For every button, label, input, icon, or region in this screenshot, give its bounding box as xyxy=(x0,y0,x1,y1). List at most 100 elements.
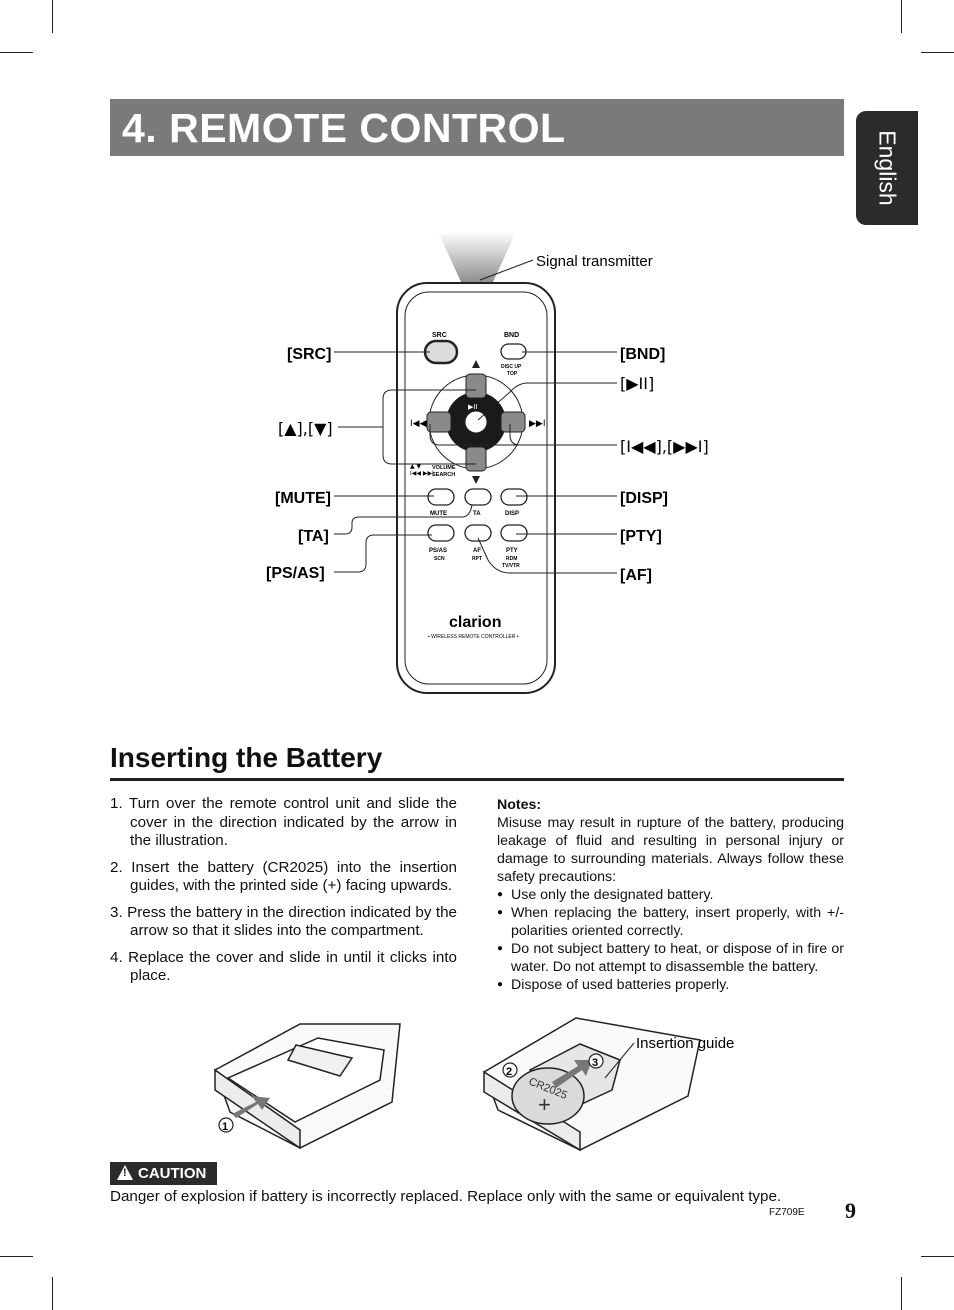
leader-psas xyxy=(334,534,432,573)
warning-icon xyxy=(117,1165,133,1180)
remote-mute-text: MUTE xyxy=(430,511,447,517)
label-af: [AF] xyxy=(620,567,652,584)
leader-playpause xyxy=(477,382,617,421)
remote-control-diagram: Signal transmitter SRC BND DISC UP TOP ▶… xyxy=(266,232,709,694)
notes-list: Use only the designated battery. When re… xyxy=(497,886,844,994)
battery-steps: 1. Turn over the remote control unit and… xyxy=(110,795,457,994)
remote-volume-text: VOLUME xyxy=(432,465,456,471)
next-track-icon: ▶▶I xyxy=(529,419,546,429)
marker-3-circle xyxy=(588,1053,604,1069)
remote-ta-text: TA xyxy=(473,511,481,517)
label-bnd: [BND] xyxy=(620,346,665,363)
insertion-guide-label: Insertion guide xyxy=(636,1035,734,1052)
remote-bnd-text: BND xyxy=(504,332,519,339)
crop-mark xyxy=(921,52,954,53)
disp-button[interactable] xyxy=(500,488,528,506)
notes-intro: Misuse may result in rupture of the batt… xyxy=(497,815,844,885)
remote-rpt-text: RPT xyxy=(472,556,482,562)
slide-arrow-icon xyxy=(232,1096,270,1118)
section-title-bar: 4. REMOTE CONTROL xyxy=(110,99,844,156)
battery-step: 3. Press the battery in the direction in… xyxy=(110,903,457,940)
marker-1-circle xyxy=(218,1117,234,1133)
label-updown: [▲],[▼] xyxy=(278,419,333,438)
crop-mark xyxy=(921,1256,954,1257)
label-skip: [I◀◀],[▶▶I] xyxy=(620,437,709,456)
page-number: 9 xyxy=(845,1198,856,1223)
marker-3: 3 xyxy=(592,1057,598,1069)
remote-body-inner xyxy=(404,291,548,685)
leader-skip xyxy=(429,424,617,446)
notes-item: Dispose of used batteries properly. xyxy=(497,976,844,994)
crop-mark xyxy=(52,1277,53,1310)
vol-search-arrows-icon: ▲ ▼ xyxy=(410,463,422,470)
remote-disp-text: DISP xyxy=(505,511,519,517)
down-arrow-icon xyxy=(472,476,480,484)
battery-coin xyxy=(511,1067,585,1125)
psas-button[interactable] xyxy=(427,524,455,542)
vol-search-track-icon: I◀◀ ▶▶I xyxy=(410,470,434,477)
label-src: [SRC] xyxy=(287,346,331,363)
battery-notes: Notes: Misuse may result in rupture of t… xyxy=(497,796,844,994)
label-playpause: [▶II] xyxy=(620,374,654,393)
battery-step: 2. Insert the battery (CR2025) into the … xyxy=(110,858,457,895)
crop-mark xyxy=(0,52,33,53)
crop-mark xyxy=(901,1277,902,1310)
section-title: 4. REMOTE CONTROL xyxy=(122,105,566,151)
remote-search-text: SEARCH xyxy=(432,472,455,478)
remote-rdm-text: RDM xyxy=(506,556,517,562)
remote-psas-text: PS/AS xyxy=(429,548,447,554)
insertion-guide-leader xyxy=(604,1042,635,1079)
label-disp: [DISP] xyxy=(620,490,668,507)
label-pty: [PTY] xyxy=(620,528,662,545)
remote-src-text: SRC xyxy=(432,332,447,339)
remote-tvvtr-text: TV/VTR xyxy=(502,563,520,569)
remote-back-left xyxy=(214,1023,401,1150)
battery-step: 4. Replace the cover and slide in until … xyxy=(110,948,457,985)
up-arrow-icon xyxy=(472,360,480,368)
remote-top-text: TOP xyxy=(507,371,518,377)
leader-ta xyxy=(334,504,473,535)
next-button[interactable] xyxy=(500,411,526,433)
pty-button[interactable] xyxy=(500,524,528,542)
label-signal-transmitter: Signal transmitter xyxy=(536,253,653,270)
marker-2-circle xyxy=(502,1062,518,1078)
marker-2: 2 xyxy=(506,1066,512,1078)
prev-track-icon: I◀◀ xyxy=(410,419,427,429)
signal-beam xyxy=(438,232,516,284)
label-ta: [TA] xyxy=(298,528,329,545)
notes-item: Do not subject battery to heat, or dispo… xyxy=(497,940,844,976)
notes-item: Use only the designated battery. xyxy=(497,886,844,904)
battery-plus: + xyxy=(538,1092,551,1117)
up-button[interactable] xyxy=(465,373,487,399)
label-mute: [MUTE] xyxy=(275,490,331,507)
ta-button[interactable] xyxy=(464,488,492,506)
prev-button[interactable] xyxy=(426,411,452,433)
remote-model-line: • WIRELESS REMOTE CONTROLLER • xyxy=(428,634,519,640)
leader-af xyxy=(477,537,617,574)
language-tab: English xyxy=(856,111,918,225)
remote-af-text: AF xyxy=(473,548,481,554)
notes-item: When replacing the battery, insert prope… xyxy=(497,904,844,940)
marker-1: 1 xyxy=(222,1121,228,1133)
heading-rule xyxy=(110,778,844,781)
mute-button[interactable] xyxy=(427,488,455,506)
label-psas: [PS/AS] xyxy=(266,565,325,582)
caution-badge: CAUTION xyxy=(110,1162,217,1185)
crop-mark xyxy=(0,1256,33,1257)
caution-label: CAUTION xyxy=(138,1165,207,1182)
crop-mark xyxy=(52,0,53,33)
leader-updown-bracket xyxy=(382,389,476,465)
remote-scn-text: SCN xyxy=(434,556,445,562)
down-button[interactable] xyxy=(465,446,487,472)
insert-arrow-icon xyxy=(552,1060,592,1088)
af-button[interactable] xyxy=(464,524,492,542)
notes-heading: Notes: xyxy=(497,797,542,813)
remote-body xyxy=(396,282,556,694)
model-code: FZ709E xyxy=(769,1207,805,1218)
battery-step: 1. Turn over the remote control unit and… xyxy=(110,795,457,849)
caution-text: Danger of explosion if battery is incorr… xyxy=(110,1188,782,1205)
brand-logo-text: clarion xyxy=(449,614,501,631)
crop-mark xyxy=(901,0,902,33)
battery-heading: Inserting the Battery xyxy=(110,742,383,773)
